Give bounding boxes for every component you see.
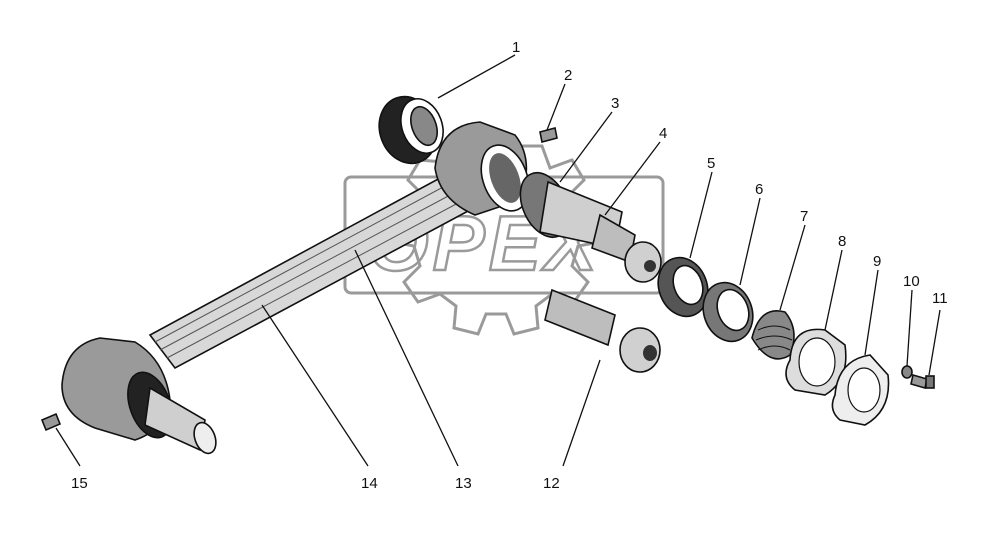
leader-lines [55,54,941,467]
callout-9: 9 [873,253,881,270]
callout-6: 6 [755,181,763,198]
callout-8: 8 [838,233,846,250]
part-10-washer [901,365,913,379]
part-9-cover [831,354,890,426]
upper-housing [434,121,530,216]
part-6-ring [702,281,754,343]
part-5-ring [657,256,709,318]
lower-stub-shaft [144,386,217,455]
callout-5: 5 [707,155,715,172]
part-7-boot [751,310,795,360]
callout-15: 15 [71,475,88,492]
part-8-gasket [785,328,847,396]
callout-14: 14 [361,475,378,492]
part-15-grease-fitting [40,412,62,432]
callout-4: 4 [659,125,667,142]
callout-labels: 1 2 3 4 5 6 7 8 9 10 11 12 13 14 15 [71,39,948,492]
callout-3: 3 [611,95,619,112]
callout-13: 13 [455,475,472,492]
part-1-bushing [378,95,444,165]
callout-2: 2 [564,67,572,84]
part-4-ball-pin [591,213,662,283]
part-12-ball-pin [544,288,661,373]
part-11-bolt [910,373,935,390]
callout-11: 11 [932,290,948,307]
callout-12: 12 [543,475,560,492]
part-2-grease-fitting [539,127,558,143]
callout-10: 10 [903,273,920,290]
callout-7: 7 [800,208,808,225]
callout-1: 1 [512,39,520,56]
